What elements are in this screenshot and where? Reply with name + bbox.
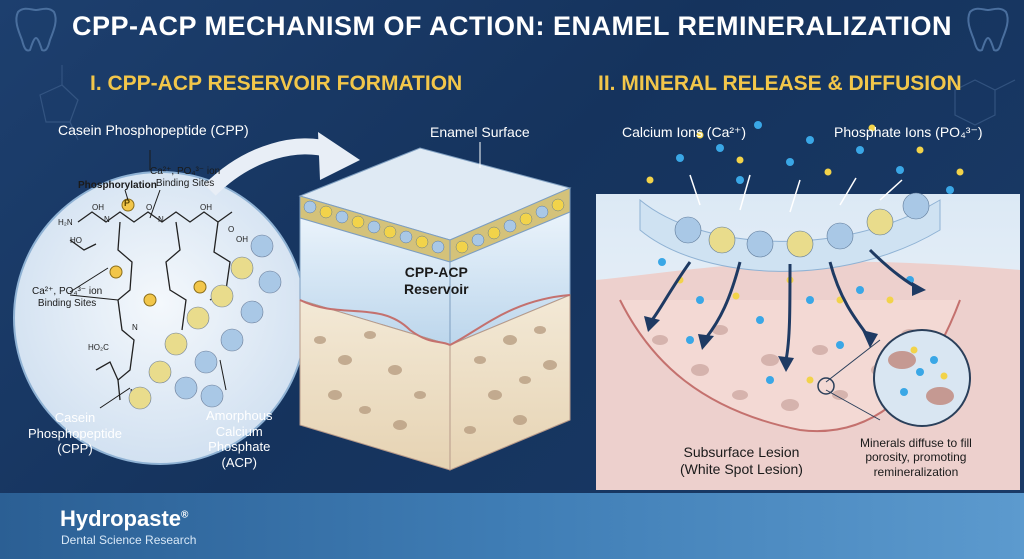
svg-text:H₂N: H₂N	[58, 218, 73, 227]
svg-text:O: O	[228, 225, 234, 234]
phospho-badge-text: P	[124, 198, 131, 208]
zoom-line-bottom	[825, 389, 881, 421]
svg-text:O: O	[146, 203, 152, 212]
diffusion-arrow-heads	[644, 282, 926, 372]
phospho-badges	[109, 198, 207, 307]
cpp-label-bottom: Casein Phosphopeptide (CPP)	[28, 410, 122, 457]
svg-text:HO₂C: HO₂C	[88, 343, 109, 352]
transfer-arrow-head	[318, 132, 360, 180]
title-bar: CPP-ACP MECHANISM OF ACTION: ENAMEL REMI…	[0, 0, 1024, 52]
phosphate-ions	[646, 124, 964, 384]
phosphorylation-label: Phosphorylation	[78, 180, 157, 191]
reservoir-clusters	[303, 198, 565, 254]
reservoir-label: CPP-ACP Reservoir	[404, 264, 469, 297]
acp-cluster	[128, 234, 282, 410]
background-molecule-left	[39, 65, 79, 141]
svg-text:OH: OH	[92, 203, 104, 212]
lesion-area	[596, 261, 1020, 490]
tooth-icon-right	[967, 7, 1009, 52]
phosphate-ions-label: Phosphate Ions (PO₄³⁻)	[834, 124, 983, 140]
binding-sites-top-line2: Binding Sites	[155, 178, 215, 189]
zoom-inset	[873, 329, 971, 427]
zoom-origin	[817, 377, 835, 395]
brand-reg: ®	[181, 509, 189, 521]
svg-text:N: N	[132, 323, 138, 332]
enamel-block	[298, 142, 572, 471]
zoom-line-top	[825, 339, 881, 383]
page-title: CPP-ACP MECHANISM OF ACTION: ENAMEL REMI…	[72, 10, 952, 41]
svg-text:N: N	[158, 215, 164, 224]
zoom-inset-content	[888, 346, 954, 405]
tooth-icon-left	[15, 7, 57, 52]
pointer-lines	[69, 150, 227, 409]
lesion-label: Subsurface Lesion (White Spot Lesion)	[680, 444, 803, 477]
diffuse-note: Minerals diffuse to fill porosity, promo…	[860, 436, 972, 479]
svg-text:HO: HO	[70, 236, 82, 245]
svg-text:N: N	[104, 215, 110, 224]
acp-clusters-right	[674, 192, 930, 258]
brand-name: Hydropaste®	[60, 506, 188, 532]
transfer-arrow-shaft	[204, 138, 333, 196]
binding-sites-top-line1: Ca²⁺, PO₄³⁻ ion	[150, 166, 221, 177]
brand-subtitle: Dental Science Research	[61, 533, 197, 547]
binding-sites-top: Ca²⁺, PO₄³⁻ ion Binding Sites	[150, 166, 220, 190]
acp-label: Amorphous Calcium Phosphate (ACP)	[206, 408, 273, 470]
calcium-ions	[658, 121, 954, 384]
calcium-ions-label: Calcium Ions (Ca²⁺)	[622, 124, 747, 140]
background-molecule-right	[954, 79, 1016, 126]
section1-heading: I. CPP-ACP RESERVOIR FORMATION	[90, 72, 463, 95]
acp-clusters-circle	[128, 234, 282, 410]
svg-text:OH: OH	[200, 203, 212, 212]
cpp-label-top: Casein Phosphopeptide (CPP)	[58, 122, 249, 138]
binding-sites-left-line1: Ca²⁺, PO₄³⁻ ion	[32, 286, 103, 297]
section2-heading: II. MINERAL RELEASE & DIFFUSION	[598, 72, 962, 95]
svg-text:OH: OH	[236, 235, 248, 244]
footer	[0, 493, 1024, 559]
binding-sites-left: Ca²⁺, PO₄³⁻ ion Binding Sites	[32, 286, 102, 310]
enamel-surface-label: Enamel Surface	[430, 124, 530, 140]
release-arrows	[689, 174, 903, 213]
brand-text: Hydropaste	[60, 506, 182, 531]
binding-sites-left-line2: Binding Sites	[37, 298, 97, 309]
